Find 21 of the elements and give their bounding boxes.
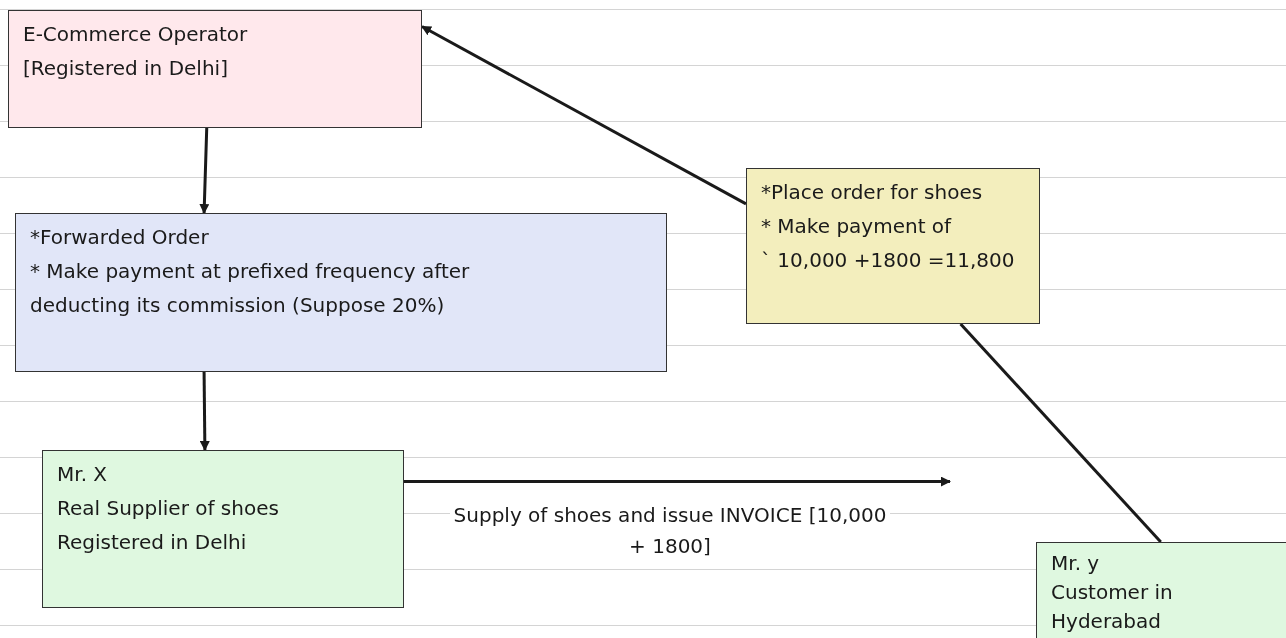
box-text: Registered in Delhi [57, 529, 248, 556]
arrow [404, 476, 951, 487]
box-text: Mr. X [57, 461, 109, 488]
arrow [421, 25, 747, 206]
process-box [42, 450, 404, 608]
process-box [746, 168, 1040, 324]
box-text: Real Supplier of shoes [57, 495, 280, 522]
process-box [8, 10, 422, 128]
box-text: * Make payment at prefixed frequency after deducting its commission (Suppose 20%) [30, 258, 471, 319]
box-text: ` 10,000 +1800 =11,800 [761, 247, 1016, 274]
process-box [15, 213, 667, 372]
box-text: [Registered in Delhi] [23, 55, 229, 82]
box-text: *Place order for shoes [761, 179, 984, 206]
process-box [1036, 542, 1286, 638]
arrow [199, 127, 210, 214]
arrow [199, 372, 210, 451]
box-text: E-Commerce Operator [23, 21, 249, 48]
box-text: Mr. y [1051, 550, 1101, 577]
box-text: * Make payment of [761, 213, 953, 240]
box-text: Customer in Hyderabad [1051, 579, 1174, 635]
box-text: *Forwarded Order [30, 224, 210, 251]
